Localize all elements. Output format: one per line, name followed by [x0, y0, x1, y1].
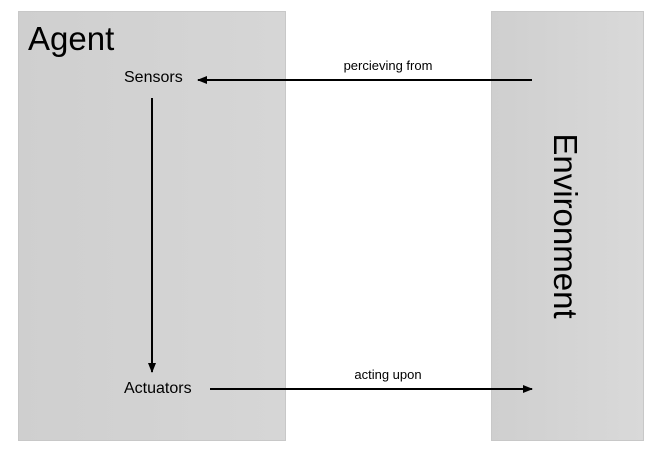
sensors-label: Sensors — [124, 69, 183, 86]
actuators-label: Actuators — [124, 380, 192, 397]
environment-panel — [491, 11, 644, 441]
acting-upon-label: acting upon — [354, 367, 422, 382]
perceiving-from-label: percieving from — [343, 58, 433, 73]
agent-title: Agent — [28, 20, 115, 57]
